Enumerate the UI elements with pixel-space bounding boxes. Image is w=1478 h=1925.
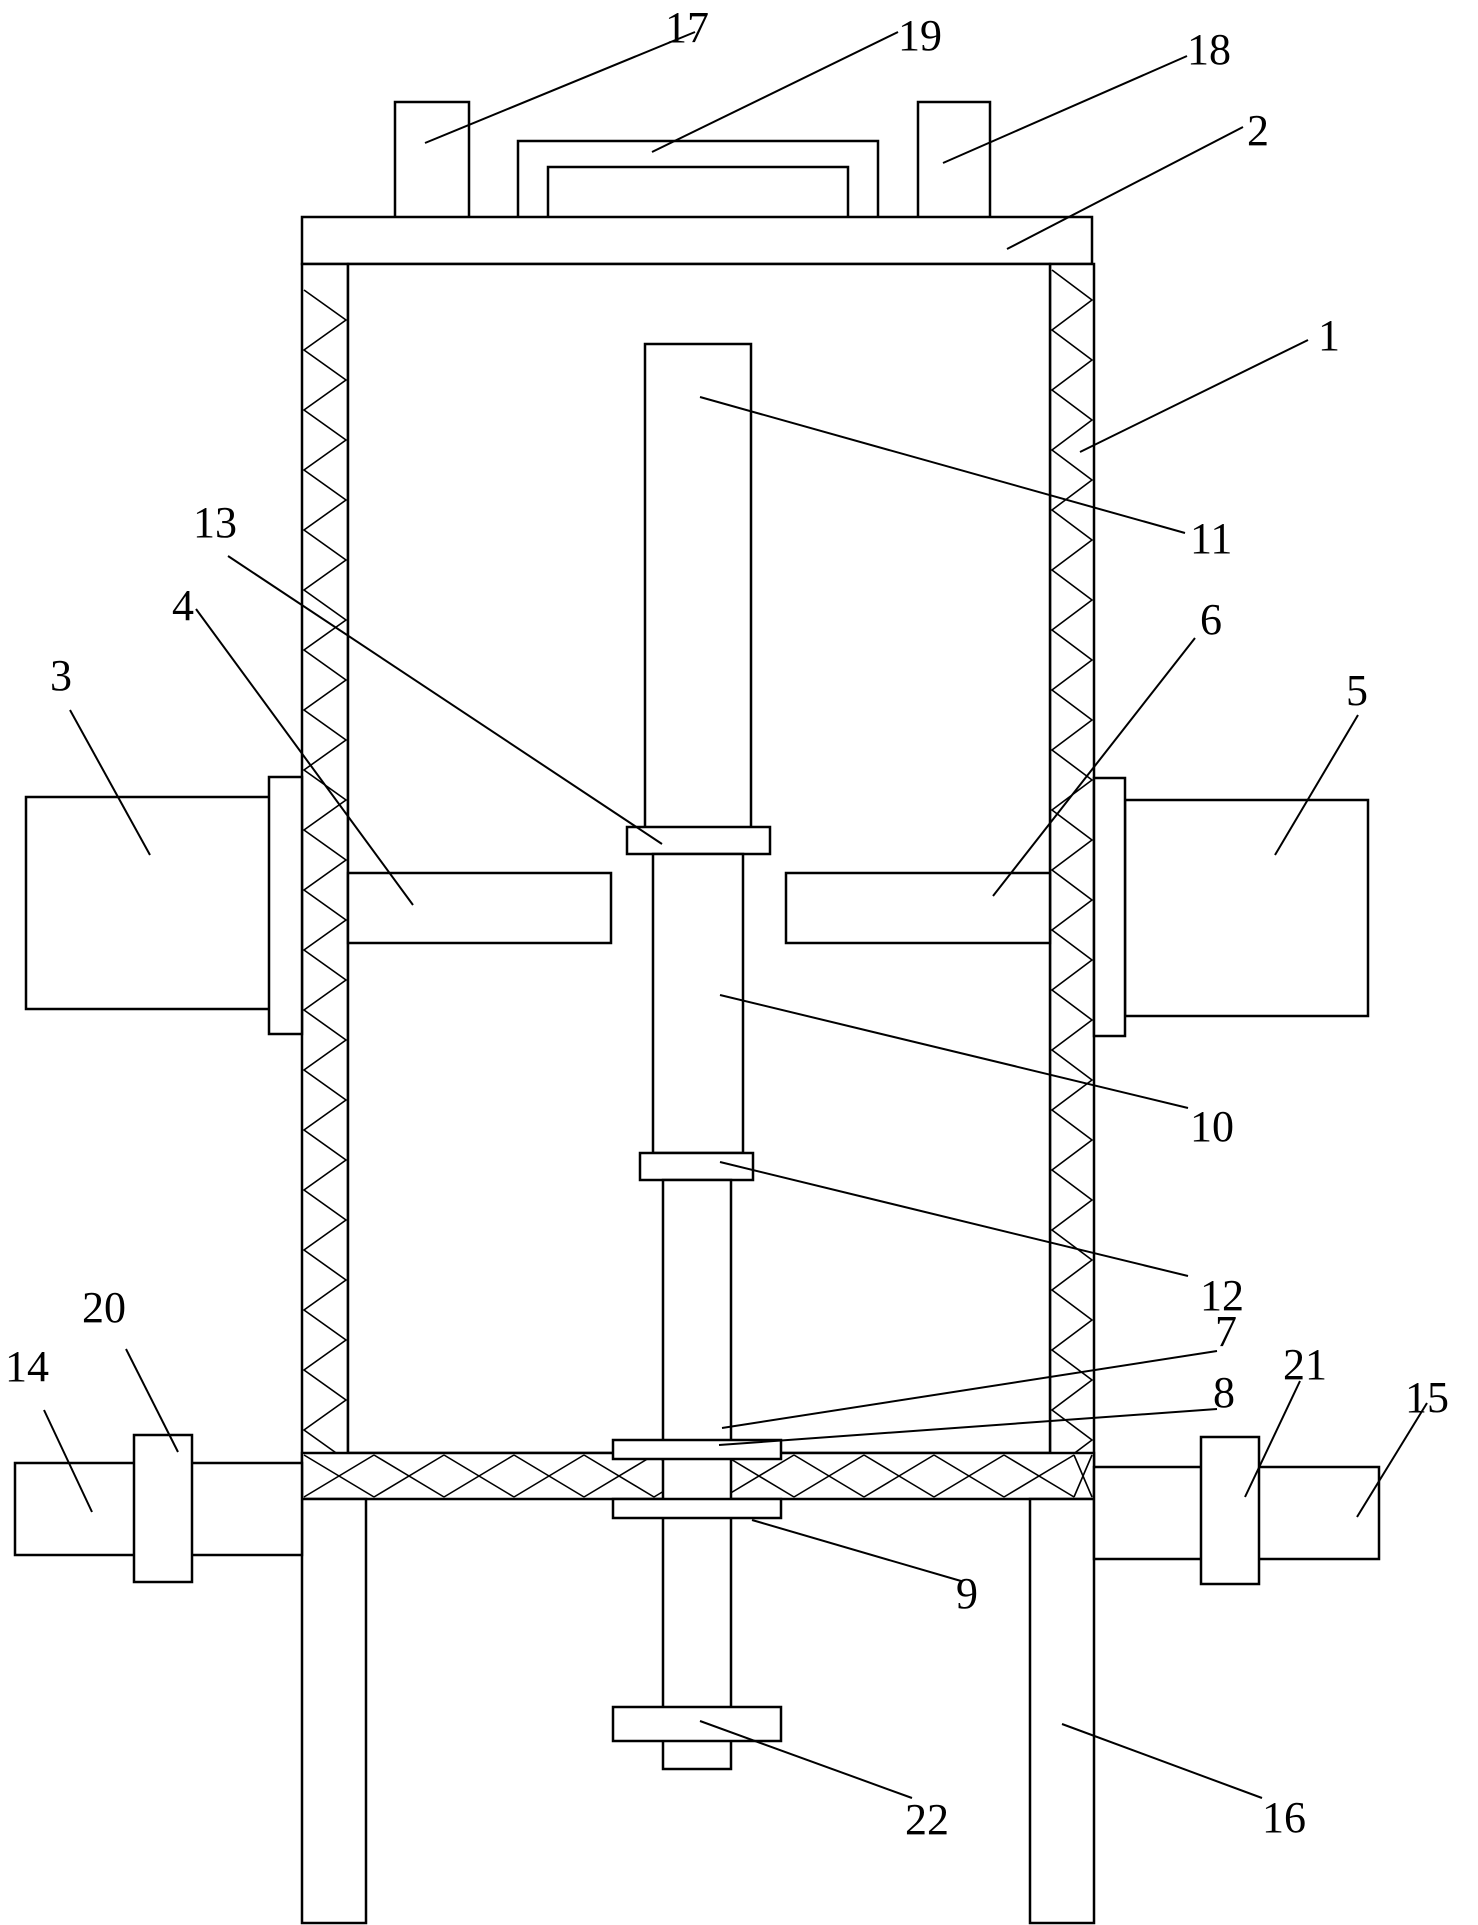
left-wall bbox=[300, 262, 350, 1490]
label-17: 17 bbox=[665, 3, 709, 52]
leader-lines bbox=[43, 31, 1428, 1799]
label-12: 12 bbox=[1200, 1271, 1244, 1320]
label-4: 4 bbox=[172, 581, 194, 630]
label-1: 1 bbox=[1318, 311, 1340, 360]
label-19: 19 bbox=[898, 11, 942, 60]
leg-left bbox=[300, 1497, 368, 1925]
label-14: 14 bbox=[5, 1342, 49, 1391]
motor-5 bbox=[1123, 798, 1370, 1018]
cylinder-11 bbox=[643, 342, 753, 830]
blade-4 bbox=[346, 871, 613, 945]
right-wall bbox=[1048, 262, 1096, 1490]
label-3: 3 bbox=[50, 651, 72, 700]
right-wall-hatch bbox=[1050, 269, 1094, 1471]
label-13: 13 bbox=[193, 498, 237, 547]
plate-9 bbox=[611, 1497, 783, 1520]
label-10: 10 bbox=[1190, 1102, 1234, 1151]
motor-3 bbox=[24, 795, 273, 1011]
fitting-18 bbox=[916, 100, 992, 221]
shaft-7 bbox=[661, 1178, 733, 1771]
label-6: 6 bbox=[1200, 595, 1222, 644]
sleeve-10 bbox=[651, 852, 745, 1155]
lid-2 bbox=[300, 215, 1094, 266]
valve-21 bbox=[1199, 1435, 1261, 1586]
hub-22 bbox=[611, 1705, 783, 1743]
flange-8 bbox=[611, 1438, 783, 1461]
flange-right bbox=[1092, 776, 1127, 1038]
label-21: 21 bbox=[1283, 1340, 1327, 1389]
label-9: 9 bbox=[956, 1569, 978, 1618]
label-18: 18 bbox=[1187, 25, 1231, 74]
label-22: 22 bbox=[905, 1795, 949, 1844]
blade-6 bbox=[784, 871, 1052, 945]
collar-13 bbox=[625, 825, 772, 856]
label-5: 5 bbox=[1346, 666, 1368, 715]
label-16: 16 bbox=[1262, 1793, 1306, 1842]
label-7: 7 bbox=[1215, 1307, 1237, 1356]
left-wall-hatch bbox=[302, 289, 348, 1461]
label-8: 8 bbox=[1213, 1368, 1235, 1417]
flange-left bbox=[267, 775, 304, 1036]
label-20: 20 bbox=[82, 1283, 126, 1332]
valve-20 bbox=[132, 1433, 194, 1584]
leg-16 bbox=[1028, 1497, 1096, 1925]
frame-19-inner bbox=[546, 165, 850, 221]
label-15: 15 bbox=[1405, 1373, 1449, 1422]
label-11: 11 bbox=[1190, 514, 1232, 563]
label-2: 2 bbox=[1247, 106, 1269, 155]
collar-12 bbox=[638, 1151, 755, 1182]
fitting-17 bbox=[393, 100, 471, 221]
